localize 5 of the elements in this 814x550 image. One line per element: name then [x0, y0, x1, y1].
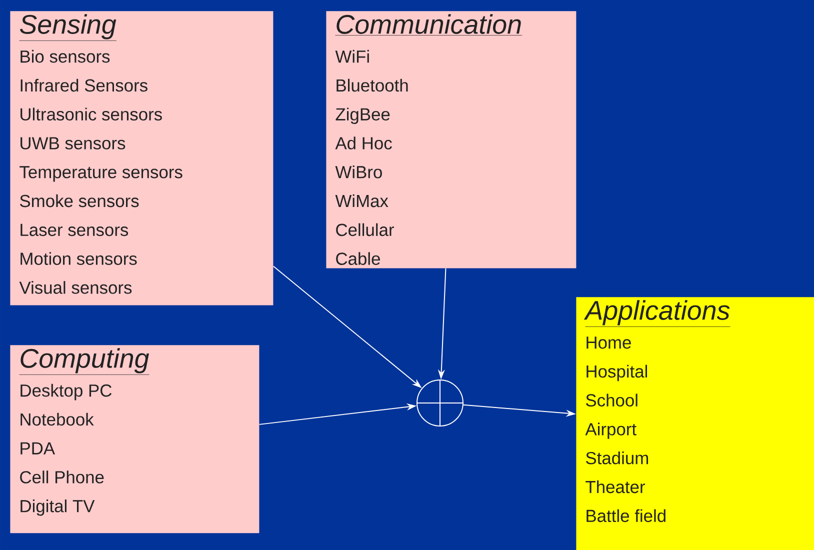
summing-junction [416, 378, 464, 427]
category-box: Computing Desktop PC Notebook PDA Cell Phone Digital TV [10, 345, 260, 534]
category-box: Applications Home Hospital School Airport Stadium Theater Battle field [576, 297, 814, 550]
category-box: Sensing Bio sensors Infrared Sensors Ultrasonic sensors UWB sensors Temperature sensors Smoke sensors Laser sensors Motion sensors Visual sensors [10, 11, 274, 306]
category-box: Communication WiFi Bluetooth ZigBee Ad Hoc WiBro WiMax Cellular Cable [326, 11, 576, 268]
